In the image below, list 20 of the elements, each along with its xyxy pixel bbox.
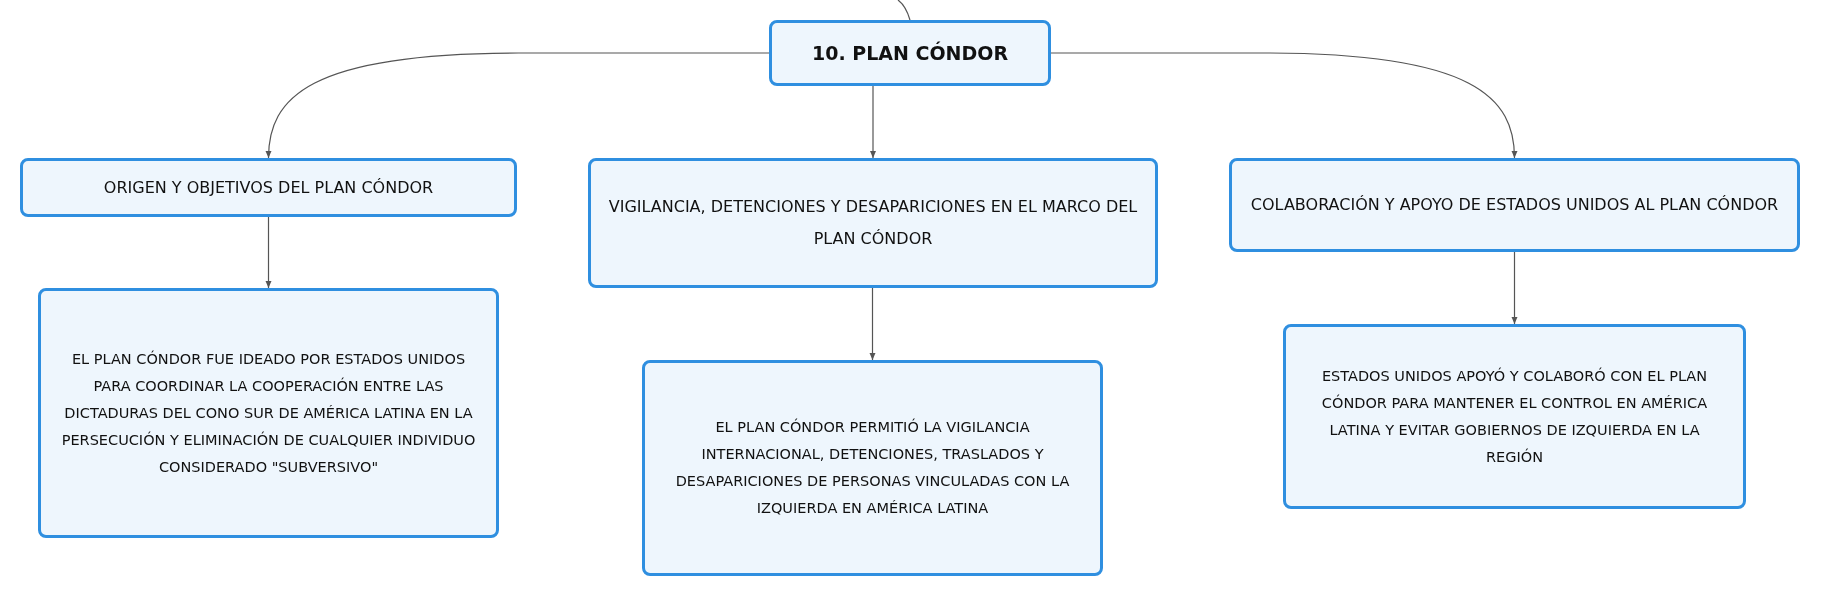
connector-arrow: [1050, 52, 1518, 159]
note-box: [642, 360, 1103, 576]
topic-title: 10. PLAN CÓNDOR: [811, 40, 1009, 66]
connector-arrow: [869, 287, 876, 361]
topic-box: [1229, 158, 1800, 252]
topic-box: [588, 158, 1158, 288]
note-box: [1283, 324, 1746, 509]
connector-arrow: [1511, 251, 1518, 325]
connector-arrow: [265, 216, 272, 289]
note-text: ESTADOS UNIDOS APOYÓ Y COLABORÓ CON EL PLAN CÓNDOR PARA MANTENER EL CONTROL EN AMÉRICA LATINA Y EVITAR GOBIERNOS DE IZQUIERDA EN LA REGIÓN: [1320, 366, 1709, 467]
connector-arrow: [870, 85, 876, 159]
topic-box: [20, 158, 517, 217]
note-box: [38, 288, 499, 538]
topic-title: VIGILANCIA, DETENCIONES Y DESAPARICIONES EN EL MARCO DEL PLAN CÓNDOR: [607, 196, 1139, 250]
root-topic-box: [769, 20, 1051, 86]
topic-title: ORIGEN Y OBJETIVOS DEL PLAN CÓNDOR: [103, 176, 434, 199]
note-text: EL PLAN CÓNDOR FUE IDEADO POR ESTADOS UNIDOS PARA COORDINAR LA COOPERACIÓN ENTRE LAS DICTADURAS DEL CONO SUR DE AMÉRICA LATINA EN LA PERSECUCIÓN Y ELIMINACIÓN DE CUALQUIER INDIVIDUO CONSIDERADO "SUBVERSIVO": [60, 349, 477, 477]
topic-title: COLABORACIÓN Y APOYO DE ESTADOS UNIDOS AL PLAN CÓNDOR: [1250, 194, 1779, 216]
note-text: EL PLAN CÓNDOR PERMITIÓ LA VIGILANCIA INTERNACIONAL, DETENCIONES, TRASLADOS Y DESAPARICIONES DE PERSONAS VINCULADAS CON LA IZQUIERDA EN AMÉRICA LATINA: [674, 417, 1071, 518]
connector-arrow: [265, 52, 770, 159]
